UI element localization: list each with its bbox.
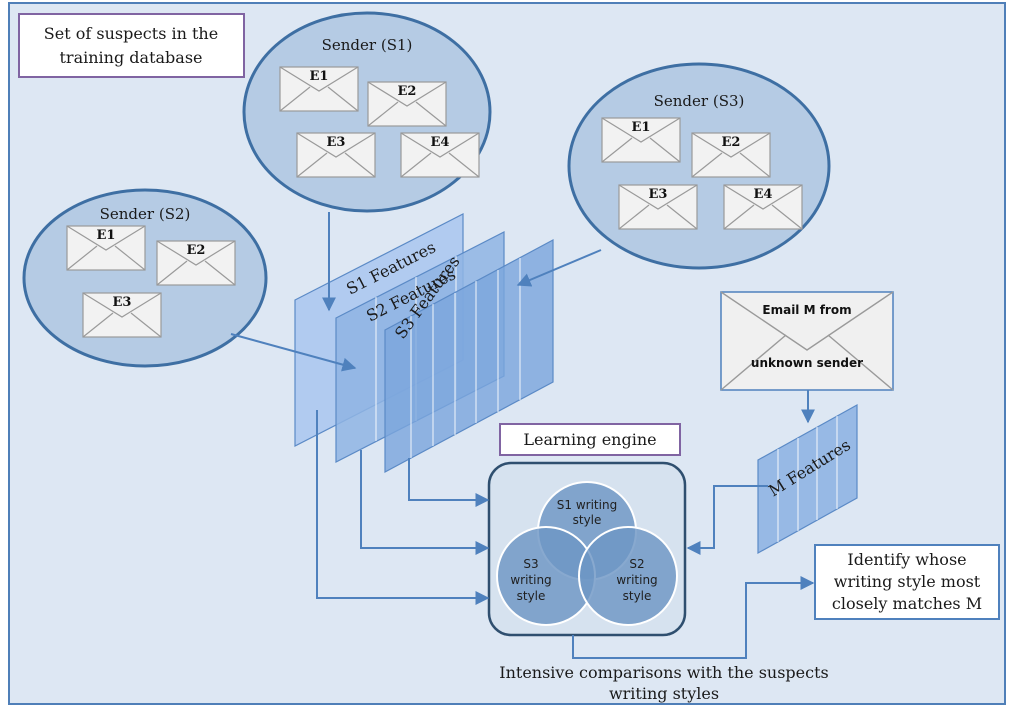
- s1-email-1-icon: E1: [279, 66, 359, 112]
- m-features-to-engine-arrow: [686, 485, 768, 555]
- s2-style-label-1: S2: [629, 557, 644, 571]
- s3-features-to-engine-arrow: [408, 458, 490, 507]
- suspects-title-box: Set of suspects in the training database: [18, 13, 245, 78]
- s3-email-2-icon: E2: [691, 132, 771, 178]
- s2-style-label-2: writing: [616, 573, 657, 587]
- comparison-caption-line-1: Intensive comparisons with the suspects: [499, 663, 828, 682]
- title-line-2: training database: [60, 48, 203, 67]
- s3-email-3-icon: E3: [618, 184, 698, 230]
- sender-s1-group: Sender (S1) E1 E2 E3 E4: [242, 11, 492, 213]
- s2-to-features-arrow: [230, 333, 357, 372]
- result-box: Identify whose writing style most closel…: [814, 544, 1000, 620]
- flow-arrows: [230, 212, 815, 659]
- s2-email-3-icon: E3: [82, 292, 162, 338]
- s3-email-4-icon: E4: [723, 184, 803, 230]
- result-line-2: writing style most: [834, 572, 981, 591]
- svg-text:E3: E3: [327, 135, 346, 150]
- svg-text:E1: E1: [632, 120, 651, 135]
- sender-s2-group: Sender (S2) E1 E2 E3: [22, 188, 268, 368]
- learning-engine-label-box: Learning engine: [499, 423, 681, 456]
- engine-to-result-arrow: [572, 576, 815, 659]
- result-line-3: closely matches M: [832, 594, 982, 613]
- learning-engine-box: S1 writing style S3 writing style S2 wri…: [487, 461, 687, 637]
- sender-s1-title: Sender (S1): [322, 36, 413, 54]
- unknown-email-line-2: unknown sender: [751, 356, 863, 370]
- svg-text:E2: E2: [398, 84, 417, 99]
- s1-email-4-icon: E4: [400, 132, 480, 178]
- s2-email-2-icon: E2: [156, 240, 236, 286]
- sender-s2-title: Sender (S2): [100, 205, 191, 223]
- learning-engine-label: Learning engine: [523, 430, 656, 449]
- s3-style-label-1: S3: [523, 557, 538, 571]
- s1-style-label-1: S1 writing: [557, 498, 617, 512]
- s3-to-features-arrow: [516, 249, 602, 287]
- result-line-1: Identify whose: [847, 550, 966, 569]
- s3-style-label-2: writing: [510, 573, 551, 587]
- s3-email-1-icon: E1: [601, 117, 681, 163]
- comparison-caption-line-2: writing styles: [609, 684, 719, 703]
- svg-text:E3: E3: [113, 295, 132, 310]
- svg-text:E3: E3: [649, 187, 668, 202]
- sender-s3-group: Sender (S3) E1 E2 E3 E4: [567, 62, 831, 270]
- s2-email-1-icon: E1: [66, 225, 146, 271]
- s1-features-to-engine-arrow: [316, 410, 490, 605]
- s2-style-label-3: style: [623, 589, 652, 603]
- svg-text:E2: E2: [722, 135, 741, 150]
- svg-text:E2: E2: [187, 243, 206, 258]
- title-line-1: Set of suspects in the: [44, 24, 218, 43]
- svg-text:E1: E1: [310, 69, 329, 84]
- s3-style-label-3: style: [517, 589, 546, 603]
- s1-style-label-2: style: [573, 513, 602, 527]
- svg-text:E4: E4: [754, 187, 773, 202]
- s1-email-3-icon: E3: [296, 132, 376, 178]
- svg-text:E4: E4: [431, 135, 450, 150]
- sender-s3-title: Sender (S3): [654, 92, 745, 110]
- s2-features-to-engine-arrow: [360, 450, 490, 555]
- unknown-email-line-1: Email M from: [762, 303, 851, 317]
- svg-text:E1: E1: [97, 228, 116, 243]
- s2-style-circle: [578, 526, 678, 626]
- unknown-email-icon: Email M from unknown sender: [720, 291, 894, 391]
- s1-email-2-icon: E2: [367, 81, 447, 127]
